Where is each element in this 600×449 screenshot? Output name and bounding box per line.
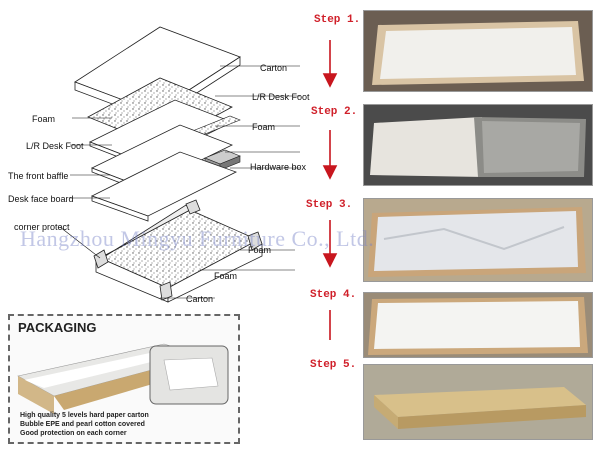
packaging-photo bbox=[17, 343, 229, 414]
step-2-photo bbox=[363, 104, 593, 186]
packaging-note: Bubble EPE and pearl cotton covered bbox=[20, 421, 145, 428]
label-front-baffle: The front baffle bbox=[8, 171, 69, 181]
label-corner-protect: corner protect bbox=[14, 222, 70, 232]
step-4-label: Step 4. bbox=[310, 289, 357, 301]
label-foam-left: Foam bbox=[32, 114, 56, 124]
arrow-down-icon bbox=[322, 40, 338, 88]
step-1-label: Step 1. bbox=[314, 14, 361, 26]
label-foam-bottom-right: Foam bbox=[248, 245, 272, 255]
desk-face-board-shape bbox=[90, 151, 238, 222]
step-2-label: Step 2. bbox=[311, 106, 358, 118]
step-3-label: Step 3. bbox=[306, 199, 353, 211]
packaging-title: PACKAGING bbox=[18, 320, 97, 335]
leader-lines bbox=[59, 65, 300, 299]
label-lr-desk-foot-right: L/R Desk Foot bbox=[252, 92, 310, 102]
packaging-exploded-diagram bbox=[59, 26, 300, 303]
label-lr-desk-foot-left: L/R Desk Foot bbox=[26, 141, 84, 151]
company-watermark: Hangzhou Mingyu Furniture Co., Ltd. bbox=[20, 226, 375, 251]
step-5-label: Step 5. bbox=[310, 359, 357, 371]
step-arrows bbox=[322, 40, 338, 340]
step-3-photo bbox=[363, 198, 593, 282]
arrow-down-icon bbox=[322, 130, 338, 180]
carton-tray bbox=[93, 199, 263, 303]
label-hardware-box: Hardware box bbox=[250, 162, 307, 172]
packaging-note: Good protection on each corner bbox=[20, 430, 127, 437]
packaging-inset: PACKAGING High quality 5 levels hard pap… bbox=[8, 314, 240, 444]
label-desk-face-board: Desk face board bbox=[8, 194, 74, 204]
arrow-down-icon bbox=[329, 310, 331, 340]
step-4-photo bbox=[363, 292, 593, 358]
label-carton-bottom: Carton bbox=[186, 294, 214, 304]
label-carton-top: Carton bbox=[260, 63, 288, 73]
step-5-photo bbox=[363, 364, 593, 440]
arrow-down-icon bbox=[322, 220, 338, 268]
label-foam-bottom: Foam bbox=[214, 271, 238, 281]
label-foam-right: Foam bbox=[252, 122, 276, 132]
step-1-photo bbox=[363, 10, 593, 92]
packaging-note: High quality 5 levels hard paper carton bbox=[20, 412, 149, 419]
